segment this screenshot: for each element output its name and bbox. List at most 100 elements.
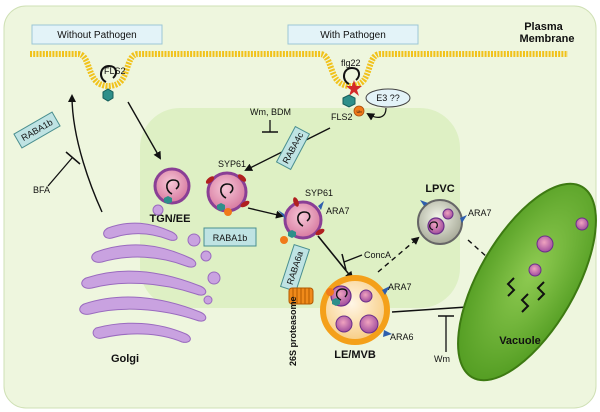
vacuole-squiggle-1	[506, 277, 516, 297]
fls2-left-kinase	[102, 88, 114, 102]
raba4c-box	[275, 125, 311, 171]
conca-label: ConcA	[364, 250, 391, 260]
raba1b-center-box	[203, 227, 257, 247]
mvb-ub	[326, 288, 334, 296]
fls2-left-receptor	[100, 64, 118, 83]
ara7-b-label: ARA7	[468, 208, 492, 218]
syp61-vesicle-2	[283, 200, 323, 240]
syp61-marker-1b	[237, 174, 247, 182]
with-pathogen-box	[287, 24, 419, 45]
syp61-2-kinase	[288, 230, 296, 238]
ara7-marker-2a	[318, 201, 324, 210]
ara7-c-label: ARA7	[388, 282, 412, 292]
tgn-ee-label: TGN/EE	[150, 213, 191, 225]
arrow-to-mvb	[317, 235, 354, 280]
lpvc-inner-vesicle-2	[442, 208, 454, 220]
plasma-membrane	[30, 51, 568, 89]
wm-bdm-label: Wm, BDM	[250, 107, 291, 117]
without-pathogen-label: Without Pathogen	[57, 30, 137, 41]
fls2-left-label: FLS2	[104, 66, 126, 76]
golgi-vesicle-5	[203, 295, 213, 305]
le-mvb-compartment	[320, 275, 390, 345]
syp61-1-ub	[224, 208, 232, 216]
ara7-marker-2b	[278, 210, 286, 220]
mvb-ara6-marker	[383, 330, 392, 337]
conca-bar	[341, 253, 347, 271]
mvb-receptor	[335, 288, 348, 301]
golgi-vesicle-1	[152, 204, 164, 216]
golgi-label: Golgi	[111, 353, 139, 365]
ub-right-text: Ub	[356, 109, 362, 114]
e3-ellipse	[365, 88, 411, 108]
bfa-stem	[47, 157, 73, 187]
e3-label: E3 ??	[376, 93, 400, 103]
fls2-right-kinase	[342, 94, 356, 108]
tgn-vesicle-left	[153, 167, 191, 205]
syp61-marker-1a	[205, 176, 215, 184]
le-mvb-label: LE/MVB	[334, 349, 376, 361]
golgi-vesicle-4	[207, 271, 221, 285]
arrow-membrane-to-tgn	[127, 101, 161, 160]
syp61-b-label: SYP61	[305, 188, 333, 198]
fls2-right-label: FLS2	[331, 112, 353, 122]
flg22-star	[346, 80, 362, 96]
vacuole-vesicle-3	[575, 217, 589, 231]
lpvc-inner-vesicle-1	[427, 217, 445, 235]
lpvc-marker-top	[420, 200, 428, 206]
fls2-right-receptor	[343, 66, 361, 85]
syp61-2-receptor	[297, 211, 311, 227]
vacuole-squiggle-2	[520, 293, 530, 313]
mvb-kinase	[332, 298, 340, 306]
golgi-apparatus	[79, 204, 221, 343]
vacuole-vesicle-2	[528, 263, 542, 277]
raba1b-left-box	[13, 111, 61, 149]
syp61-1-kinase	[217, 203, 225, 211]
syp61-a-label: SYP61	[218, 159, 246, 169]
raba1b-center-label: RABA1b	[213, 233, 248, 243]
syp61-marker-2b	[315, 228, 325, 236]
raba6a-box	[279, 243, 311, 293]
ara7-a-label: ARA7	[326, 206, 350, 216]
proteasome-label: 26S proteasome	[288, 296, 298, 366]
mvb-ara7-marker	[382, 286, 390, 295]
with-pathogen-label: With Pathogen	[320, 30, 386, 41]
proteasome-icon	[288, 287, 314, 305]
raba6a-box-group: RABA6a	[279, 243, 311, 293]
plasma-membrane-line-1: Plasma	[524, 21, 563, 33]
mvb-inner-vesicle-3	[335, 315, 353, 333]
golgi-vesicle-3	[200, 250, 212, 262]
vacuole	[457, 182, 597, 382]
golgi-cisterna-5	[92, 322, 191, 343]
lpvc-ara7-marker	[460, 215, 467, 223]
syp61-marker-1c	[240, 200, 250, 208]
golgi-cisterna-2	[91, 244, 197, 268]
ara6-label: ARA6	[390, 332, 414, 342]
mvb-inner-vesicle-2	[359, 289, 373, 303]
syp61-1-receptor	[220, 183, 234, 199]
without-pathogen-box	[31, 24, 163, 45]
syp61-2-ub	[280, 236, 288, 244]
plasma-membrane-label: Plasma Membrane	[519, 21, 574, 45]
bfa-bar	[65, 151, 81, 165]
vacuole-vesicle-1	[536, 235, 554, 253]
e3-arrow	[366, 107, 387, 121]
arrow-recycling-up	[68, 94, 103, 213]
tgn-left-receptor	[166, 179, 180, 195]
golgi-vesicle-2	[187, 233, 201, 247]
golgi-cisterna-3	[81, 270, 207, 296]
lpvc-receptor	[429, 221, 438, 231]
vacuole-squiggle-3	[536, 281, 546, 301]
plasma-membrane-line-2: Membrane	[519, 33, 574, 45]
flg22-label: flg22	[341, 58, 361, 68]
golgi-cisterna-4	[79, 296, 207, 322]
ub-right-tag	[353, 105, 365, 117]
wm-label: Wm	[434, 354, 450, 364]
lpvc-label: LPVC	[425, 183, 454, 195]
bfa-label: BFA	[33, 185, 50, 195]
vacuole-label: Vacuole	[499, 335, 541, 347]
arrow-tgn-to-syp61-2	[247, 207, 284, 219]
golgi-cisterna-1	[103, 222, 178, 241]
syp61-marker-2a	[293, 197, 299, 207]
